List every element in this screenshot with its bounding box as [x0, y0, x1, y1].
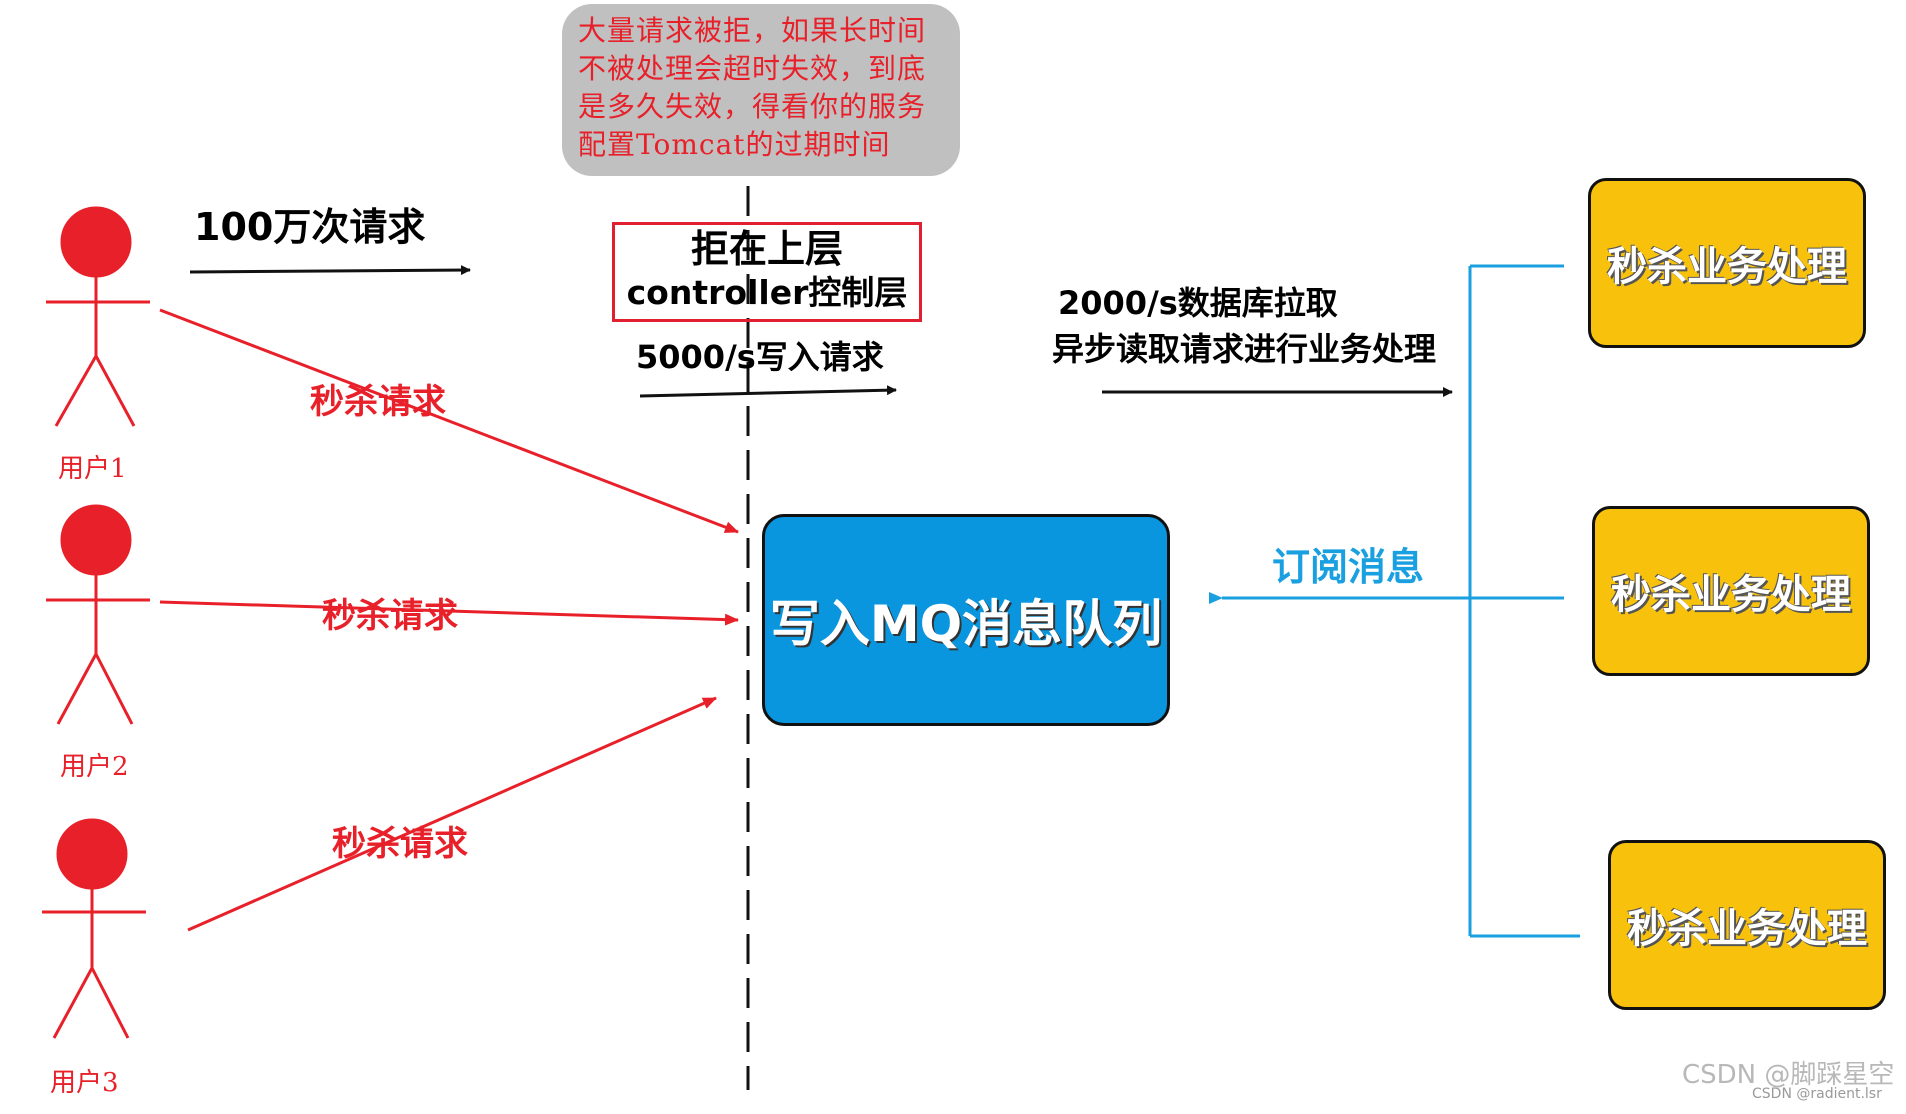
note-line-2: 不被处理会超时失效，到底 — [578, 52, 927, 85]
million-requests-arrow — [189, 265, 471, 276]
user-figure-2 — [46, 504, 150, 725]
user-label-3: 用户3 — [50, 1068, 119, 1098]
request-arrow-2 — [159, 600, 739, 626]
note-line-1: 大量请求被拒，如果长时间 — [578, 14, 927, 47]
mq-queue-box: 写入MQ消息队列 — [762, 514, 1170, 726]
write-rate-arrow — [639, 385, 897, 398]
request-arrow-1 — [159, 308, 739, 534]
seckill-biz-box-1: 秒杀业务处理 — [1588, 178, 1866, 348]
million-requests-label: 100万次请求 — [194, 205, 426, 249]
write-rate-label: 5000/s写入请求 — [636, 338, 884, 376]
controller-line-2: controller控制层 — [626, 273, 908, 312]
controller-layer-box: 拒在上层 controller控制层 — [612, 222, 922, 322]
note-line-4: 配置Tomcat的过期时间 — [578, 128, 891, 161]
seckill-request-label-3: 秒杀请求 — [332, 824, 468, 864]
seckill-request-label-1: 秒杀请求 — [310, 382, 446, 422]
seckill-request-label-2: 秒杀请求 — [322, 596, 458, 636]
note-line-3: 是多久失效，得看你的服务 — [578, 90, 927, 123]
seckill-biz-box-3: 秒杀业务处理 — [1608, 840, 1886, 1010]
controller-line-1: 拒在上层 — [690, 227, 843, 271]
subscribe-label: 订阅消息 — [1272, 545, 1425, 589]
watermark: CSDN @脚踩星空 — [1682, 1060, 1895, 1090]
user-label-2: 用户2 — [60, 752, 129, 782]
request-arrow-3 — [187, 696, 717, 932]
seckill-biz-box-2: 秒杀业务处理 — [1592, 506, 1870, 676]
watermark-secondary: CSDN @radient.lsr — [1752, 1086, 1882, 1102]
db-pull-label-line1: 2000/s数据库拉取 — [1058, 284, 1338, 322]
user-figure-3 — [42, 818, 146, 1039]
db-pull-label-line2: 异步读取请求进行业务处理 — [1052, 330, 1437, 368]
timeout-note: 大量请求被拒，如果长时间 不被处理会超时失效，到底 是多久失效，得看你的服务 配… — [562, 4, 960, 176]
subscribe-bracket — [1468, 264, 1580, 938]
user-label-1: 用户1 — [58, 454, 127, 484]
user-figure-1 — [46, 206, 150, 427]
